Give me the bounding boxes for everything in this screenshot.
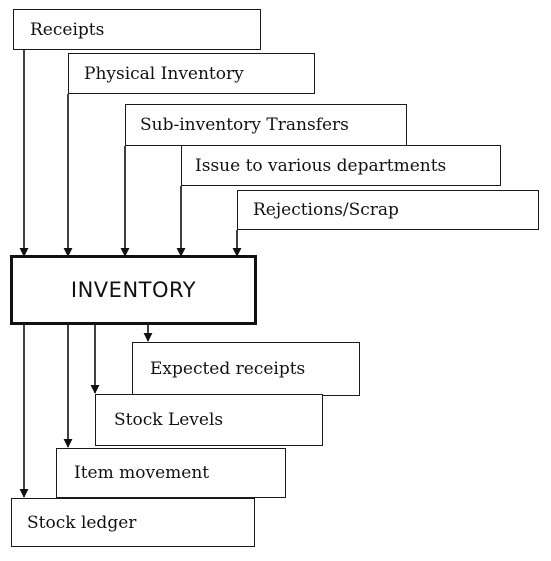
input-label-physical-inventory: Physical Inventory: [84, 63, 244, 84]
output-box-stock-ledger: Stock ledger: [11, 498, 255, 547]
output-label-stock-ledger: Stock ledger: [27, 512, 137, 533]
output-label-stock-levels: Stock Levels: [114, 410, 224, 430]
output-label-item-movement: Item movement: [74, 463, 210, 483]
input-box-receipts: Receipts: [13, 9, 261, 50]
inventory-box: INVENTORY: [10, 255, 257, 325]
inventory-label: INVENTORY: [70, 278, 197, 302]
output-label-expected-receipts: Expected receipts: [150, 359, 306, 379]
output-box-item-movement: Item movement: [56, 448, 286, 498]
input-label-rejections-scrap: Rejections/Scrap: [253, 200, 399, 220]
input-label-sub-inventory-transfers: Sub-inventory Transfers: [140, 115, 349, 135]
input-label-issue-departments: Issue to various departments: [195, 155, 447, 176]
input-box-rejections-scrap: Rejections/Scrap: [237, 190, 539, 230]
input-label-receipts: Receipts: [30, 19, 105, 40]
output-box-expected-receipts: Expected receipts: [132, 342, 360, 396]
input-box-physical-inventory: Physical Inventory: [68, 53, 315, 94]
input-box-sub-inventory-transfers: Sub-inventory Transfers: [125, 104, 407, 146]
output-box-stock-levels: Stock Levels: [95, 394, 323, 446]
input-box-issue-departments: Issue to various departments: [181, 145, 501, 186]
